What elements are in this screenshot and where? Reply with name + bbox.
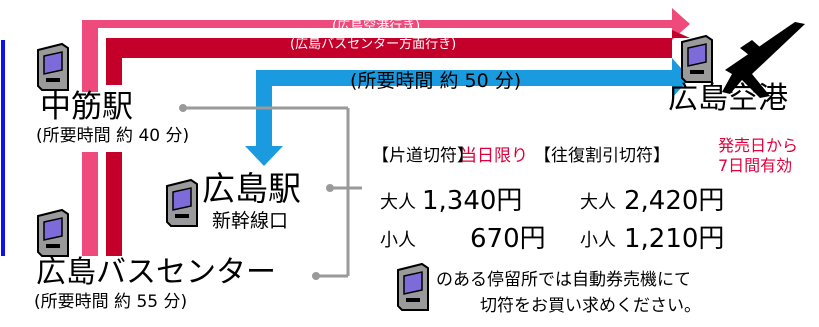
ticket-machine-icon [166, 178, 198, 227]
fare-oneway-label: 【片道切符】 [372, 146, 474, 166]
airplane-icon [722, 22, 805, 98]
route-time-airport: (所要時間 約 50 分) [350, 70, 522, 92]
connector-dots [179, 104, 334, 280]
station-hiroshima: 広島駅 [202, 169, 301, 208]
route-label-airport: (広島空港行き) [332, 19, 421, 34]
pink-route-lower [82, 152, 98, 256]
connector-lines [183, 106, 362, 278]
fare-roundtrip-note-1: 発売日から [718, 136, 799, 155]
fare-roundtrip-adult: 2,420円 [624, 186, 725, 216]
red-route-arrow [106, 30, 690, 85]
station-airport: 広島空港 [668, 81, 788, 116]
station-hiroshima-sub: 新幹線口 [212, 210, 289, 232]
note-line-2: 切符をお買い求めください。 [480, 296, 701, 316]
station-nakasuji: 中筋駅 [40, 89, 133, 125]
blue-route-arrow [245, 58, 690, 166]
fare-child-label-2: 小人 [580, 230, 616, 251]
fare-roundtrip-child: 1,210円 [624, 224, 725, 254]
ticket-machine-icon [37, 42, 69, 91]
ticket-machine-icon [37, 208, 69, 257]
ticket-machine-icon [681, 34, 713, 83]
fare-oneway-child: 670円 [470, 224, 546, 254]
red-route-lower [106, 152, 122, 256]
ticket-machine-icon [397, 262, 429, 311]
fare-adult-label-2: 大人 [580, 192, 616, 213]
fare-roundtrip-note-2: 7日間有効 [718, 156, 793, 175]
station-buscenter: 広島バスセンター [36, 255, 276, 290]
pink-route-arrow [82, 8, 690, 92]
route-label-buscenter: (広島バスセンター方面行き) [290, 37, 457, 52]
note-line-1: のある停留所では自動券売機にて [436, 270, 691, 290]
fare-child-label: 小人 [380, 230, 416, 251]
station-nakasuji-time: (所要時間 約 40 分) [36, 126, 190, 146]
fare-roundtrip-label: 【往復割引切符】 [534, 146, 670, 166]
station-buscenter-time: (所要時間 約 55 分) [34, 292, 188, 312]
fare-oneway-note: 当日限り [460, 146, 528, 166]
fare-adult-label: 大人 [380, 192, 416, 213]
fare-oneway-adult: 1,340円 [422, 186, 523, 216]
